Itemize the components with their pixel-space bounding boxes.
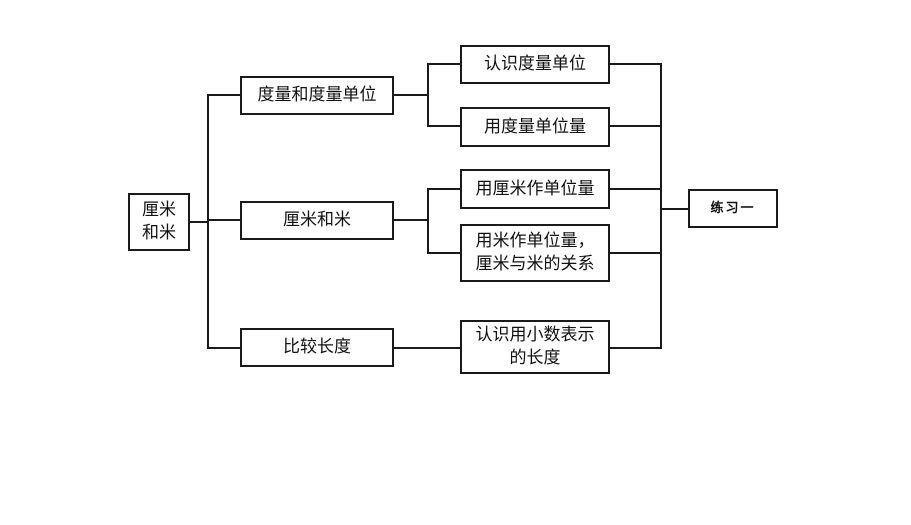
leaf-node: 用厘米作单位量 xyxy=(460,169,610,209)
leaf-node: 认识度量单位 xyxy=(460,45,610,84)
branch-node: 度量和度量单位 xyxy=(240,76,394,115)
leaf-node: 用度量单位量 xyxy=(460,107,610,147)
terminal-node: 练习一 xyxy=(688,189,778,228)
leaf-label-line: 用米作单位量， xyxy=(475,231,595,251)
branch-node: 厘米和米 xyxy=(240,201,394,240)
leaf-label-line: 厘米与米的关系 xyxy=(475,254,595,274)
root-label-line: 厘米 xyxy=(142,200,176,220)
leaf-node: 认识用小数表示 的长度 xyxy=(460,320,610,374)
leaf-label-line: 用度量单位量 xyxy=(484,116,586,137)
leaf-node: 用米作单位量， 厘米与米的关系 xyxy=(460,224,610,282)
leaf-label-line: 的长度 xyxy=(509,348,561,368)
leaf-label-line: 用厘米作单位量 xyxy=(475,178,595,199)
branch-node: 比较长度 xyxy=(240,328,394,367)
leaf-label-line: 认识度量单位 xyxy=(484,54,586,74)
leaf-label-line: 认识用小数表示 xyxy=(475,325,595,345)
root-label-line: 和米 xyxy=(142,223,176,243)
root-node: 厘米 和米 xyxy=(128,193,190,251)
